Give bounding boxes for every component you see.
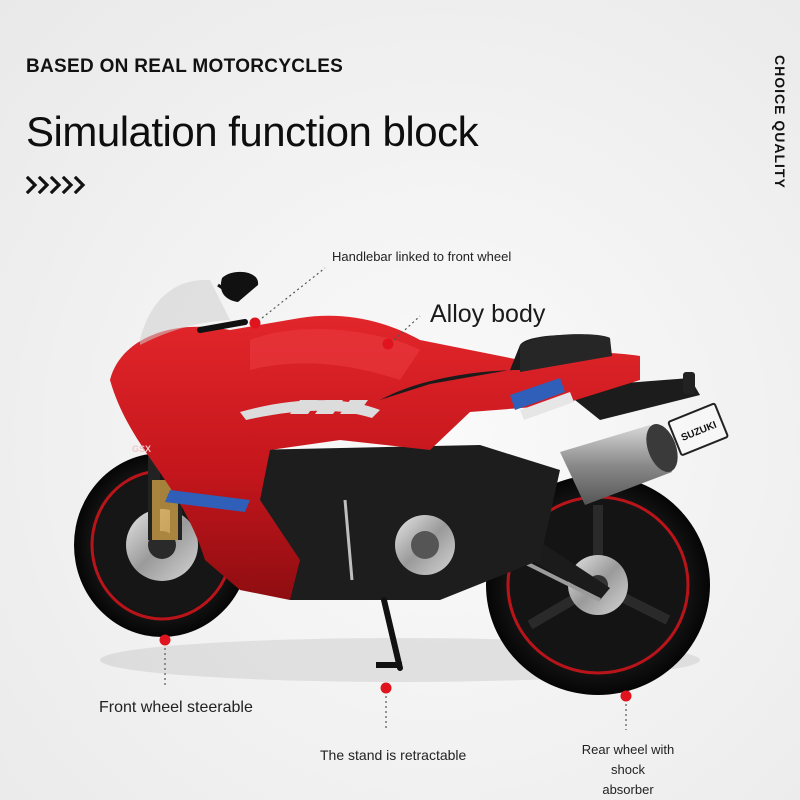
windscreen — [140, 279, 230, 345]
rear-seat-cowl — [520, 334, 612, 372]
tagline: BASED ON REAL MOTORCYCLES — [26, 56, 344, 77]
exhaust — [560, 424, 678, 505]
callout-handlebar: Handlebar linked to front wheel — [332, 249, 512, 264]
gsx-badge: GSX — [132, 444, 151, 454]
handlebar — [197, 319, 248, 333]
callout-rear-wheel: Rear wheel with shock absorber — [566, 740, 690, 800]
chevron-right-icon — [26, 176, 86, 194]
callout-rear-wheel-line1: Rear wheel with shock — [581, 742, 675, 777]
callout-front-wheel: Front wheel steerable — [99, 699, 253, 716]
chain — [519, 558, 601, 602]
page-title: Simulation function block — [26, 108, 479, 155]
callout-stand: The stand is retractable — [320, 747, 467, 763]
engine-frame — [240, 445, 560, 600]
mirror — [217, 271, 259, 302]
tail-section: SUZUKI — [560, 372, 729, 456]
callout-alloy-body: Alloy body — [430, 300, 546, 328]
blue-stripes — [165, 378, 574, 512]
kick-stand — [343, 499, 403, 671]
callout-rear-wheel-line2: absorber — [602, 782, 654, 797]
callout-markers — [159, 267, 632, 730]
red-fairing — [110, 315, 640, 600]
